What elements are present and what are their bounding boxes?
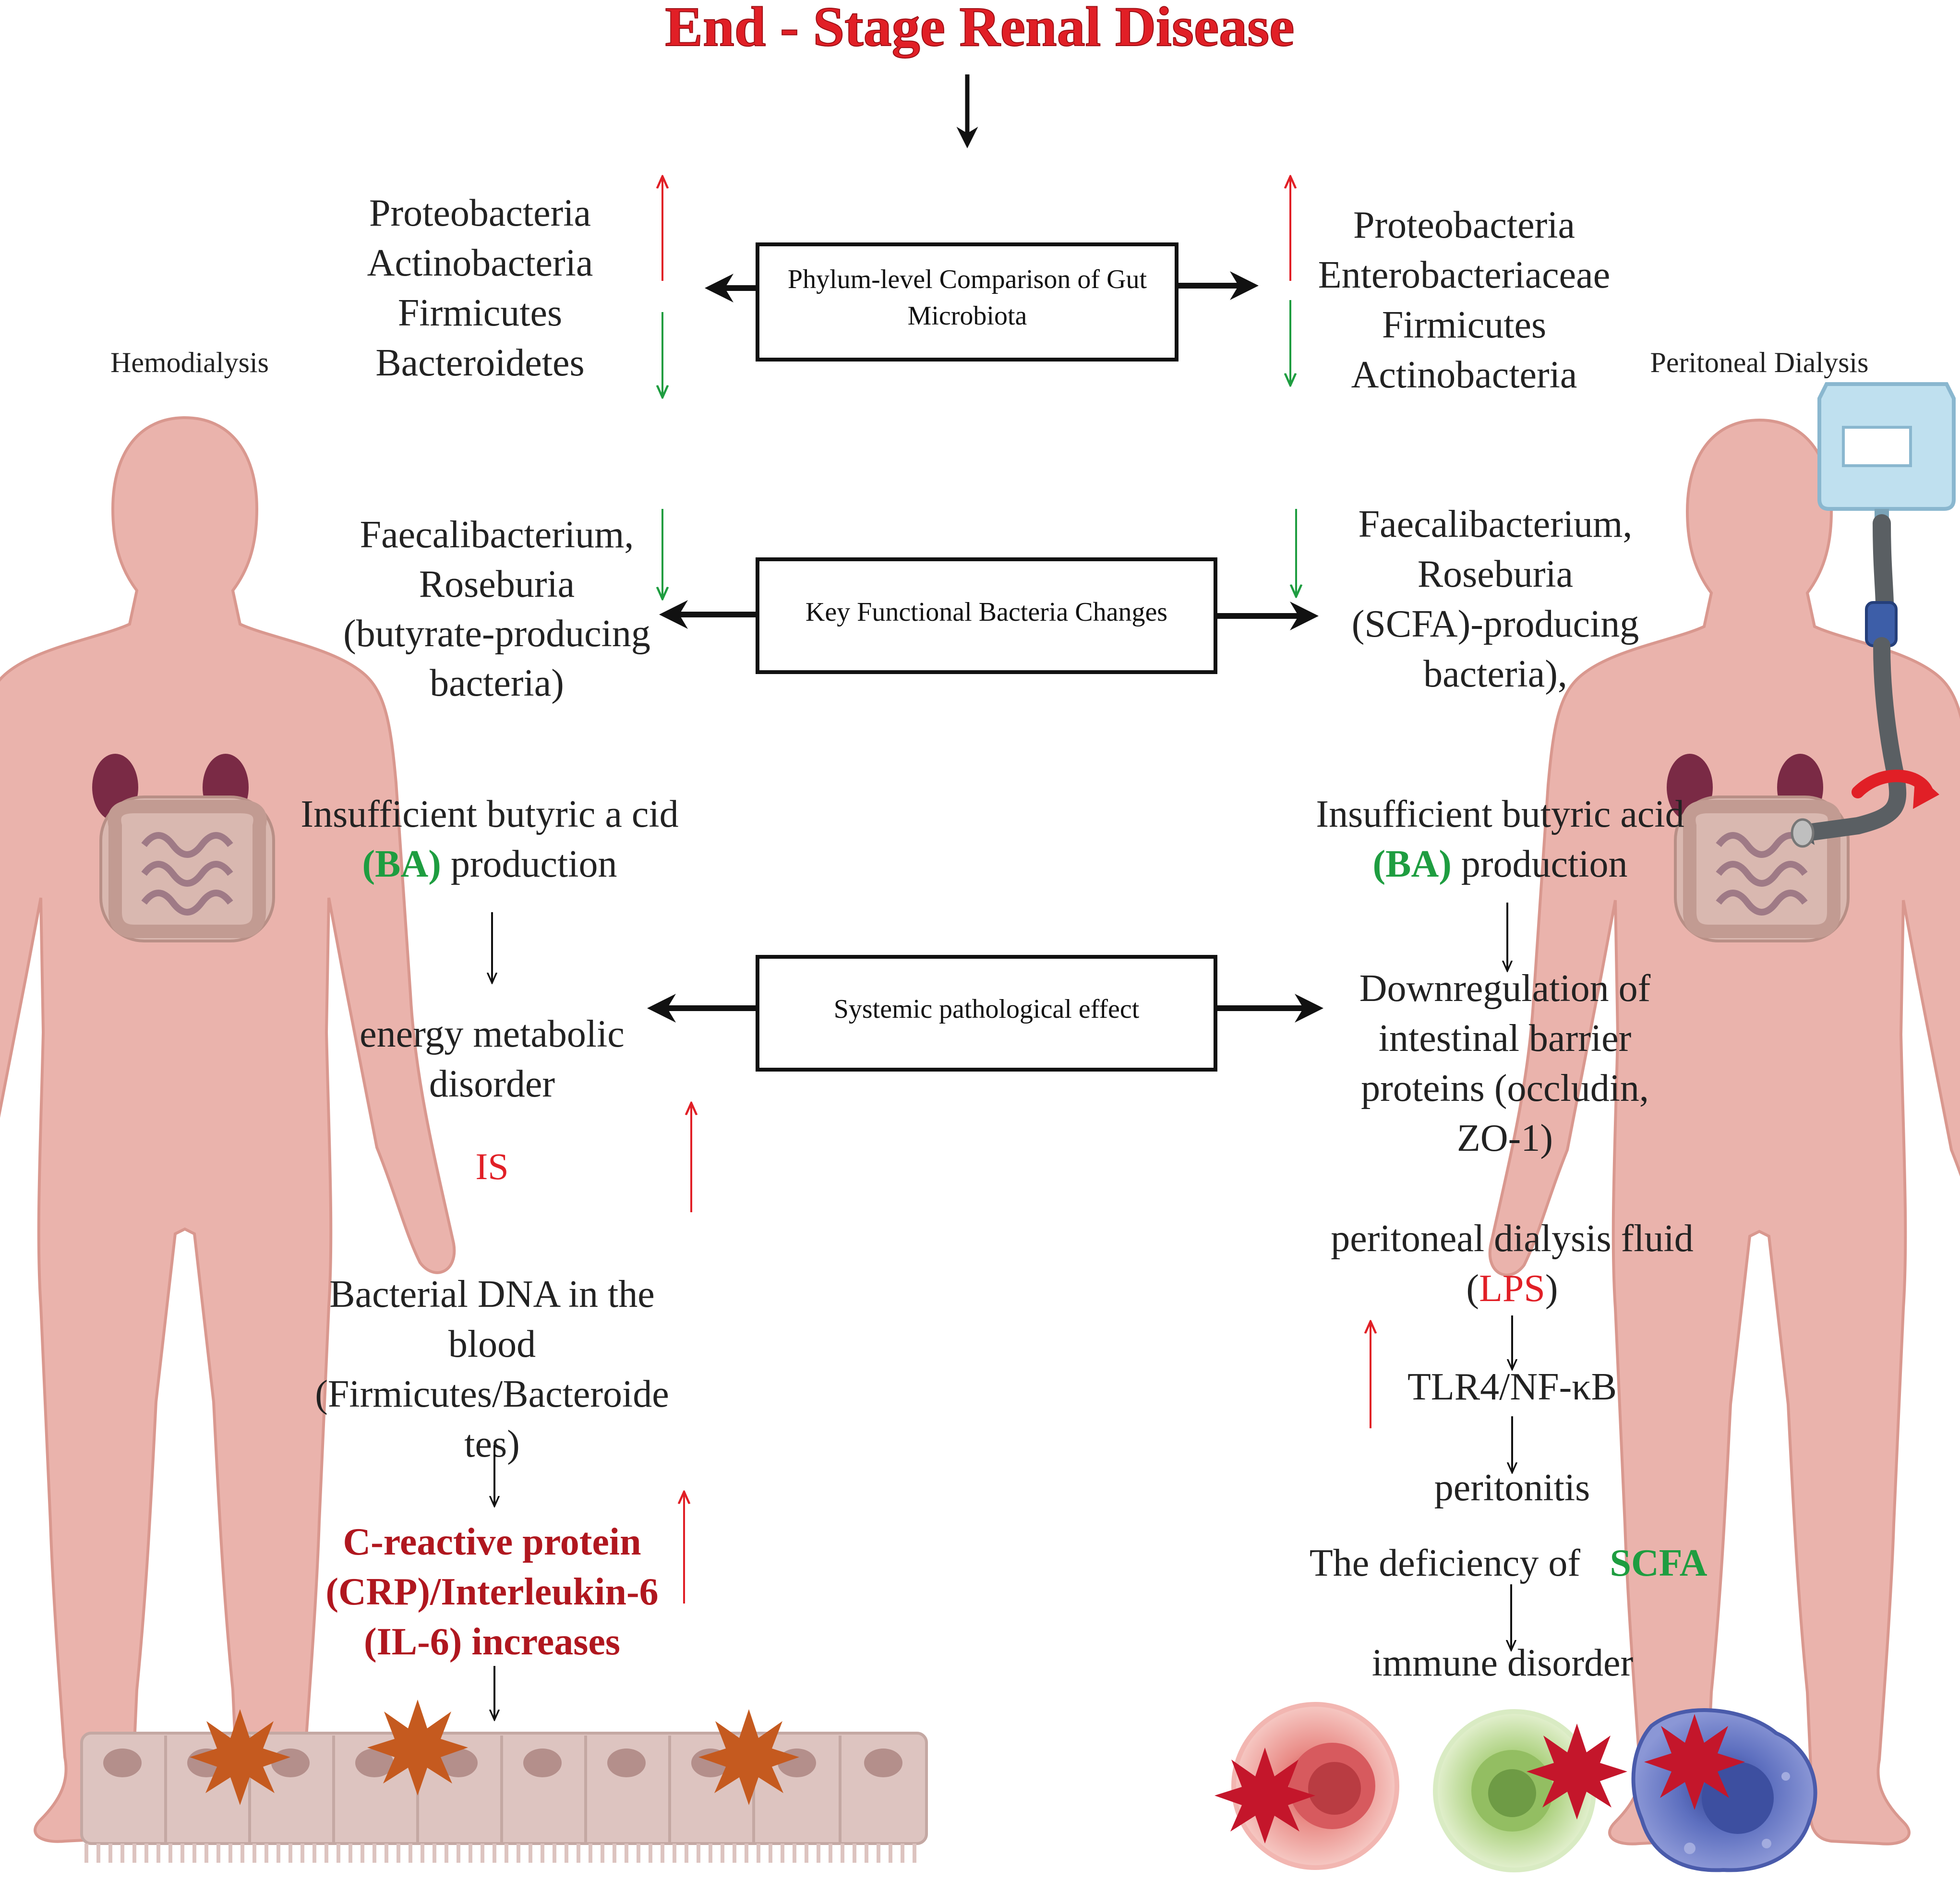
right-functional-1: Faecalibacterium, <box>1359 503 1633 545</box>
left-dna-1: Bacterial DNA in the <box>329 1273 655 1315</box>
right-phylum-3: Firmicutes <box>1382 304 1546 346</box>
right-pdf-close: ) <box>1545 1267 1558 1310</box>
peritoneal-human-body-icon <box>1490 420 1960 1844</box>
left-crp-3: (IL-6) increases <box>364 1621 620 1663</box>
damaged-intestinal-epithelium-icon <box>80 1700 928 1863</box>
right-pdf-line2: (LPS) <box>1466 1267 1558 1310</box>
left-dna-4: tes) <box>464 1423 520 1465</box>
systemic-effect-box <box>756 955 1217 1072</box>
left-phylum-3: Firmicutes <box>398 292 562 334</box>
title: End - Stage Renal Disease <box>665 0 1294 58</box>
left-dna-3: (Firmicutes/Bacteroide <box>315 1373 669 1415</box>
left-ba-production: production <box>441 843 617 885</box>
left-is-label: IS <box>475 1145 508 1187</box>
right-effect-1: Downregulation of <box>1359 967 1651 1010</box>
functional-bacteria-box <box>756 557 1217 674</box>
phylum-comparison-box <box>756 242 1178 362</box>
right-effect-3: proteins (occludin, <box>1361 1067 1649 1109</box>
red-immune-cell-icon <box>1214 1702 1399 1870</box>
right-phylum-2: Enterobacteriaceae <box>1318 254 1610 296</box>
right-scfa-label: SCFA <box>1610 1542 1707 1584</box>
left-dna-2: blood <box>448 1323 536 1365</box>
right-peritonitis-label: peritonitis <box>1434 1467 1590 1509</box>
left-functional-4: bacteria) <box>430 662 564 704</box>
left-phylum-1: Proteobacteria <box>369 192 591 234</box>
blue-immune-cell-icon <box>1631 1708 1817 1872</box>
left-functional-3: (butyrate-producing <box>343 613 650 655</box>
left-ba-line2: (BA) production <box>362 843 617 885</box>
dialysis-bag-icon <box>1791 382 1956 848</box>
left-functional-1: Faecalibacterium, <box>360 514 634 556</box>
left-effect-2: disorder <box>429 1063 555 1105</box>
systemic-box-label: Systemic pathological effect <box>834 994 1140 1024</box>
green-immune-cell-icon <box>1433 1709 1627 1872</box>
right-effect-4: ZO-1) <box>1457 1117 1553 1159</box>
right-scfa-prefix: The deficiency of <box>1310 1542 1581 1584</box>
right-phylum-1: Proteobacteria <box>1353 204 1575 246</box>
right-pdf-open: ( <box>1466 1267 1479 1310</box>
right-pdf-line1: peritoneal dialysis fluid <box>1331 1218 1693 1260</box>
right-ba-abbr: (BA) <box>1372 843 1451 885</box>
right-immune-label: immune disorder <box>1372 1642 1633 1684</box>
right-lps-label: LPS <box>1479 1267 1545 1310</box>
right-ba-line1: Insufficient butyric acid <box>1316 793 1684 835</box>
right-functional-4: bacteria), <box>1423 653 1567 695</box>
right-ba-line2: (BA) production <box>1372 843 1627 885</box>
phylum-box-line1: Phylum-level Comparison of Gut <box>788 265 1147 294</box>
right-ba-production: production <box>1452 843 1628 885</box>
functional-box-label: Key Functional Bacteria Changes <box>806 597 1167 627</box>
left-crp-2: (CRP)/Interleukin-6 <box>325 1571 658 1613</box>
right-functional-2: Roseburia <box>1418 553 1573 595</box>
left-ba-line1: Insufficient butyric a cid <box>301 793 678 835</box>
immune-cells-icon <box>1214 1702 1817 1872</box>
left-phylum-4: Bacteroidetes <box>375 342 584 384</box>
phylum-box-line2: Microbiota <box>908 301 1027 331</box>
left-effect-1: energy metabolic <box>360 1013 625 1055</box>
right-tlr-label: TLR4/NF-κB <box>1407 1366 1617 1408</box>
peritoneal-dialysis-label: Peritoneal Dialysis <box>1650 347 1869 378</box>
left-ba-abbr: (BA) <box>362 843 441 885</box>
left-crp-1: C-reactive protein <box>343 1521 641 1563</box>
right-phylum-4: Actinobacteria <box>1351 354 1577 396</box>
hemodialysis-label: Hemodialysis <box>110 347 269 378</box>
left-functional-2: Roseburia <box>419 563 575 605</box>
right-functional-3: (SCFA)-producing <box>1352 603 1639 645</box>
hemodialysis-human-body-icon <box>0 418 454 1842</box>
left-phylum-2: Actinobacteria <box>367 242 593 284</box>
right-effect-2: intestinal barrier <box>1379 1017 1631 1060</box>
